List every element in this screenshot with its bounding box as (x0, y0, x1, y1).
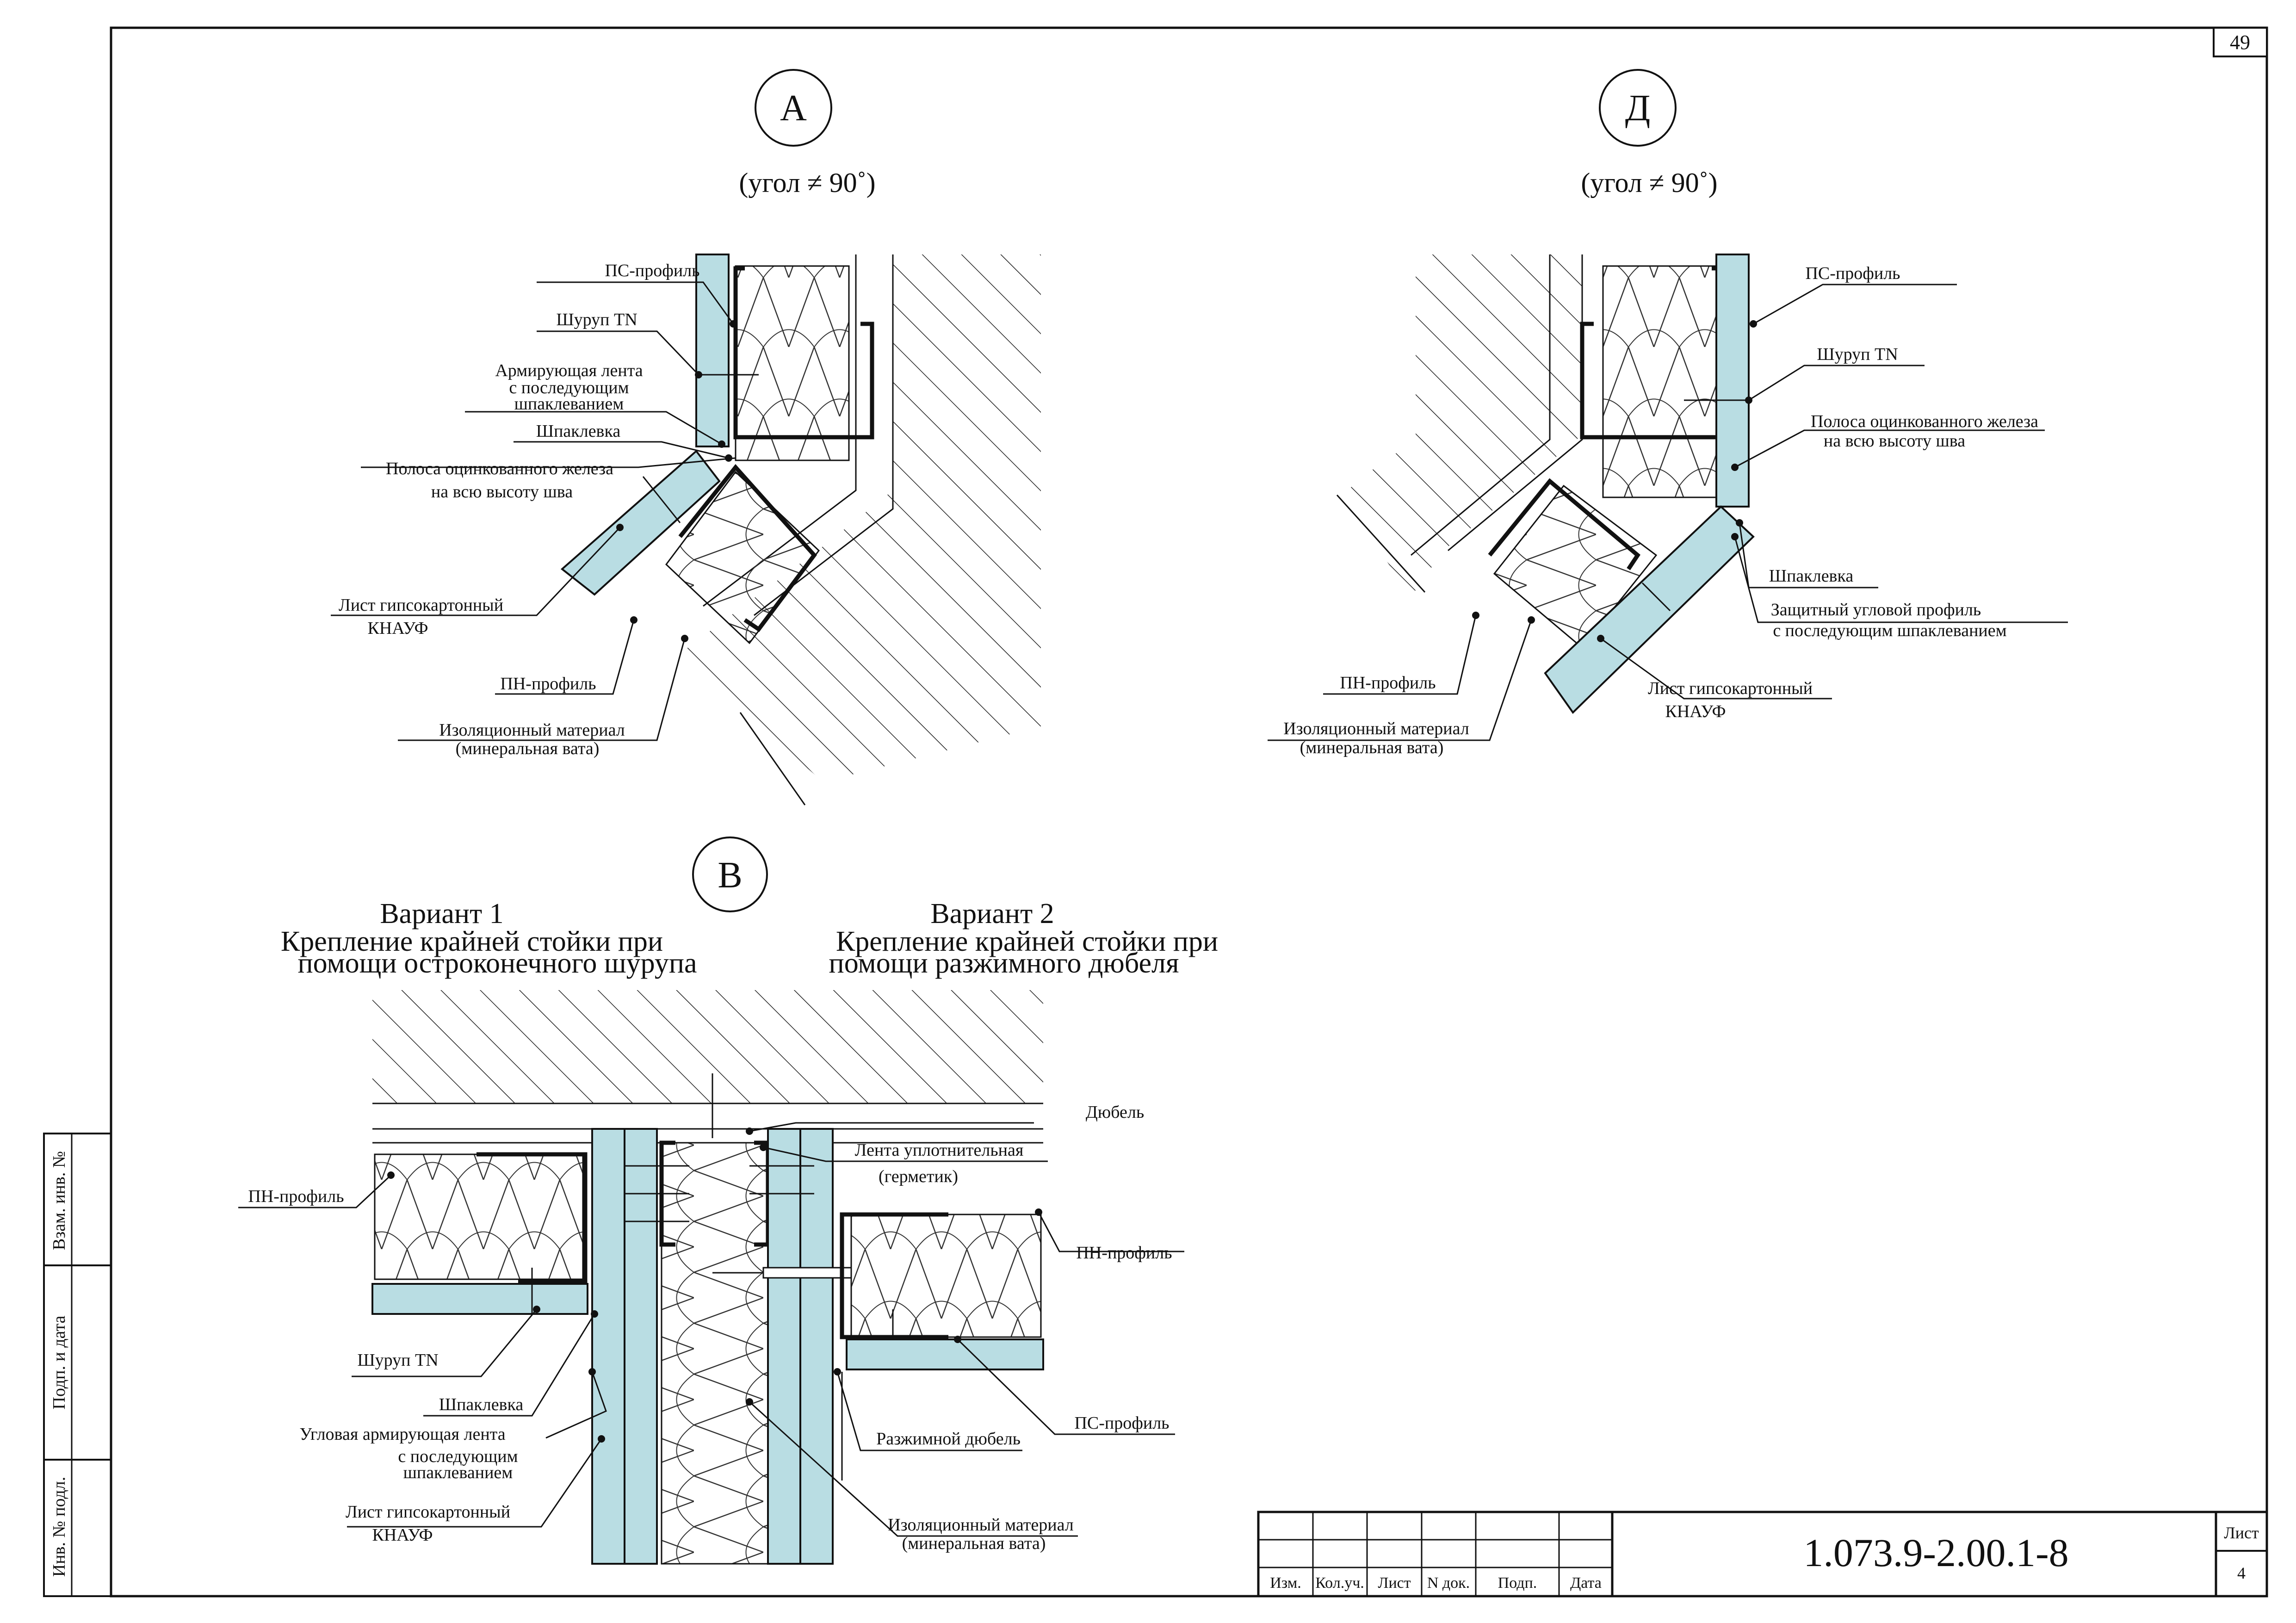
detail-d-label-strip-1: Полоса оцинкованного железа (1811, 412, 2038, 431)
detail-b-label-exp-dowel: Разжимной дюбель (876, 1429, 1021, 1449)
detail-a-wall (675, 254, 1041, 782)
detail-a-label-putty: Шпаклевка (536, 421, 621, 441)
detail-a-label-screw: Шуруп TN (556, 310, 637, 329)
detail-a-label-gkl-1: Лист гипсокартонный (339, 595, 503, 615)
detail-b-label-corner-tape-1: Угловая армирующая лента (299, 1425, 505, 1444)
detail-a-subtitle: (угол ≠ 90˚) (739, 167, 875, 198)
detail-b: В Вариант 1 Крепление крайней стойки при… (238, 836, 1218, 1565)
detail-b-wool-left (374, 1153, 584, 1280)
variant2-title: Вариант 2 (930, 898, 1054, 929)
detail-d-label-insul-2: (минеральная вата) (1300, 738, 1444, 757)
detail-b-label-seal-2: (герметик) (879, 1167, 958, 1186)
detail-b-wool-right (850, 1214, 1042, 1338)
detail-a-label-insul-2: (минеральная вата) (456, 739, 600, 758)
detail-d-label-corner-1: Защитный угловой профиль (1771, 600, 1981, 619)
detail-d-board-diagonal (1544, 505, 1755, 714)
document-code: 1.073.9-2.00.1-8 (1803, 1530, 2068, 1575)
detail-b-marker-circle (692, 836, 768, 912)
title-col-izm: Изм. (1270, 1574, 1301, 1592)
detail-b-label-putty: Шпаклевка (439, 1395, 524, 1414)
title-col-ndoc: N док. (1427, 1574, 1470, 1592)
detail-b-board-right-h (846, 1338, 1044, 1370)
side-stamp: Взам. инв. № Подп. и дата Инв. № подл. (43, 1133, 112, 1597)
detail-b-board-v4 (799, 1128, 834, 1565)
side-stamp-sign-date: Подп. и дата (50, 1315, 69, 1409)
detail-b-label-dowel: Дюбель (1086, 1103, 1144, 1122)
detail-a-label-tape-3: шпаклеванием (514, 394, 624, 414)
detail-a-label-strip-2: на всю высоту шва (431, 482, 573, 502)
detail-b-label-pn-right: ПН-профиль (1076, 1243, 1172, 1263)
detail-a-label-insul-1: Изоляционный материал (439, 720, 625, 740)
detail-a-label-tape-2: с последующим (509, 378, 629, 397)
detail-b-label-insul-1: Изоляционный материал (888, 1515, 1074, 1535)
detail-a-wool-vertical (735, 265, 850, 461)
detail-d-label-gkl-1: Лист гипсокартонный (1648, 679, 1813, 698)
detail-d-label-gkl-2: КНАУФ (1665, 702, 1726, 721)
detail-b-label-seal-1: Лента уплотнительная (855, 1140, 1024, 1160)
detail-d-marker: Д (1625, 88, 1651, 129)
detail-b-label-pn-left: ПН-профиль (248, 1187, 344, 1206)
side-stamp-inventory: Инв. № подл. (50, 1477, 69, 1577)
detail-a-label-tape-1: Армирующая лента (495, 361, 643, 380)
detail-a-marker-circle (755, 69, 832, 147)
title-col-podp: Подп. (1498, 1574, 1537, 1592)
detail-a-board-diagonal (560, 450, 721, 596)
detail-d-label-putty: Шпаклевка (1769, 566, 1854, 586)
detail-d-marker-circle (1599, 69, 1677, 147)
detail-b-label-corner-tape-2: с последующим (398, 1447, 518, 1466)
variant1-title: Вариант 1 (380, 898, 503, 929)
detail-a-board-vertical (695, 254, 730, 447)
detail-b-slab (372, 990, 1043, 1103)
variant2-line1: Крепление крайней стойки при (836, 926, 1218, 957)
detail-b-label-insul-2: (минеральная вата) (902, 1534, 1046, 1553)
detail-b-label-corner-tape-3: шпаклеванием (403, 1463, 513, 1482)
detail-d-label-insul-1: Изоляционный материал (1283, 719, 1469, 738)
detail-d: Д (угол ≠ 90˚) ПС-профиль Шуруп TN Полос… (1268, 69, 2068, 757)
detail-d-wool-diagonal (1493, 484, 1658, 649)
title-block: Изм. Кол.уч. Лист N док. Подп. Дата 1.07… (1257, 1511, 2268, 1598)
detail-d-wall (1342, 254, 1582, 597)
detail-a-label-gkl-2: КНАУФ (368, 619, 428, 638)
title-col-kolu: Кол.уч. (1315, 1574, 1364, 1592)
detail-d-wool-vertical (1602, 265, 1717, 498)
detail-d-label-screw: Шуруп TN (1817, 345, 1898, 364)
detail-a-label-ps-profile: ПС-профиль (605, 261, 699, 280)
detail-b-label-screw: Шуруп TN (357, 1350, 438, 1370)
detail-d-label-ps-profile: ПС-профиль (1805, 264, 1900, 283)
title-col-list: Лист (1378, 1574, 1411, 1592)
sheet-number: 4 (2237, 1564, 2246, 1582)
side-stamp-replaced: Взам. инв. № (50, 1151, 69, 1250)
detail-d-subtitle: (угол ≠ 90˚) (1581, 167, 1717, 198)
detail-b-label-ps-profile: ПС-профиль (1074, 1413, 1169, 1433)
detail-b-wool-center (661, 1142, 769, 1565)
sheet-label: Лист (2224, 1524, 2259, 1542)
variant1-line2: помощи остроконечного шурупа (297, 948, 697, 979)
detail-d-label-corner-2: с последующим шпаклеванием (1773, 621, 2006, 640)
title-col-data: Дата (1570, 1574, 1602, 1592)
detail-d-label-strip-2: на всю высоту шва (1824, 431, 1965, 451)
detail-b-marker: В (718, 855, 742, 896)
detail-a: А (угол ≠ 90˚) ПС-про (331, 69, 1041, 805)
variant2-line2: помощи разжимного дюбеля (829, 948, 1179, 979)
detail-a-label-strip-1: Полоса оцинкованного железа (386, 459, 613, 478)
frame: 49 (110, 26, 2268, 1598)
detail-b-board-v1 (591, 1128, 625, 1565)
detail-a-marker: А (780, 88, 807, 129)
detail-a-label-pn-profile: ПН-профиль (500, 674, 596, 694)
detail-d-label-pn-profile: ПН-профиль (1340, 673, 1436, 693)
detail-b-board-v2 (624, 1128, 658, 1565)
variant1-line1: Крепление крайней стойки при (281, 926, 663, 957)
detail-b-label-gkl-2: КНАУФ (372, 1525, 433, 1545)
page-number: 49 (2230, 31, 2250, 54)
detail-b-board-left-h (371, 1283, 588, 1315)
detail-b-label-gkl-1: Лист гипсокартонный (346, 1502, 510, 1522)
detail-d-board-vertical (1715, 254, 1750, 508)
detail-b-board-v3 (767, 1128, 801, 1565)
